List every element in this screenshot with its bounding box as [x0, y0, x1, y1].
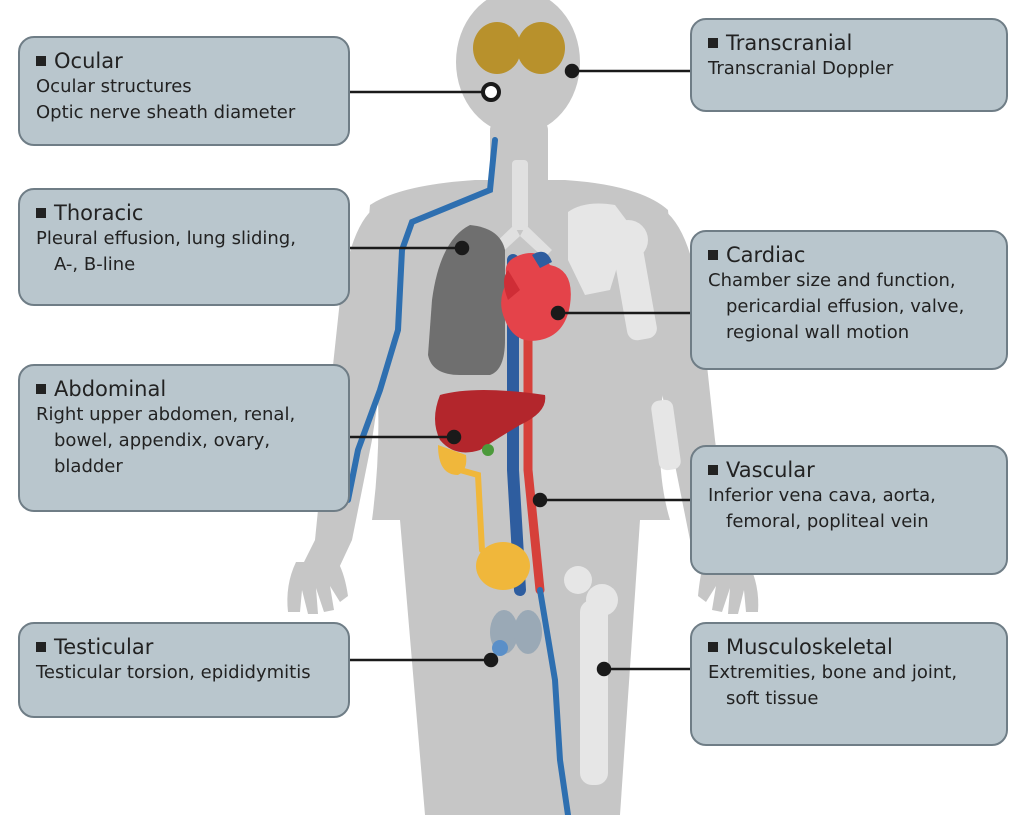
- callout-title: Cardiac: [726, 242, 805, 268]
- callout-line: Pleural effusion, lung sliding,: [36, 226, 336, 252]
- callout-line: A-, B-line: [36, 252, 336, 278]
- bullet-icon: [708, 250, 718, 260]
- bladder: [476, 542, 530, 590]
- callout-title: Thoracic: [54, 200, 143, 226]
- callout-title: Musculoskeletal: [726, 634, 893, 660]
- callout-title: Abdominal: [54, 376, 166, 402]
- bullet-icon: [36, 56, 46, 66]
- bullet-icon: [708, 642, 718, 652]
- callout-title: Vascular: [726, 457, 815, 483]
- callout-line: Chamber size and function,: [708, 268, 994, 294]
- callout-testicular: Testicular Testicular torsion, epididymi…: [18, 622, 350, 718]
- vascular-target: [534, 494, 546, 506]
- thoracic-target: [456, 242, 468, 254]
- callout-line: Right upper abdomen, renal,: [36, 402, 336, 428]
- bullet-icon: [36, 384, 46, 394]
- callout-title: Testicular: [54, 634, 153, 660]
- bullet-icon: [36, 208, 46, 218]
- callout-vascular: Vascular Inferior vena cava, aorta, femo…: [690, 445, 1008, 575]
- callout-line: bladder: [36, 454, 336, 480]
- left-hand: [287, 562, 348, 614]
- callout-line: pericardial effusion, valve,: [708, 294, 994, 320]
- callout-line: soft tissue: [708, 686, 994, 712]
- abdominal-target: [448, 431, 460, 443]
- callout-transcranial: Transcranial Transcranial Doppler: [690, 18, 1008, 112]
- callout-line: regional wall motion: [708, 320, 994, 346]
- callout-line: Extremities, bone and joint,: [708, 660, 994, 686]
- bullet-icon: [708, 465, 718, 475]
- musculoskeletal-target: [598, 663, 610, 675]
- transcranial-target: [566, 65, 578, 77]
- callout-thoracic: Thoracic Pleural effusion, lung sliding,…: [18, 188, 350, 306]
- bullet-icon: [36, 642, 46, 652]
- callout-line: Testicular torsion, epididymitis: [36, 660, 336, 686]
- callout-ocular: Ocular Ocular structures Optic nerve she…: [18, 36, 350, 146]
- callout-line: bowel, appendix, ovary,: [36, 428, 336, 454]
- callout-line: Optic nerve sheath diameter: [36, 100, 336, 126]
- head: [456, 0, 580, 134]
- testicular-target: [485, 654, 497, 666]
- callout-line: Inferior vena cava, aorta,: [708, 483, 994, 509]
- callout-abdominal: Abdominal Right upper abdomen, renal, bo…: [18, 364, 350, 512]
- callout-line: Transcranial Doppler: [708, 56, 994, 82]
- cardiac-target: [552, 307, 564, 319]
- callout-line: femoral, popliteal vein: [708, 509, 994, 535]
- callout-line: Ocular structures: [36, 74, 336, 100]
- callout-musculoskeletal: Musculoskeletal Extremities, bone and jo…: [690, 622, 1008, 746]
- ocular-target: [483, 84, 499, 100]
- callout-title: Ocular: [54, 48, 123, 74]
- bullet-icon: [708, 38, 718, 48]
- callout-title: Transcranial: [726, 30, 852, 56]
- callout-cardiac: Cardiac Chamber size and function, peric…: [690, 230, 1008, 370]
- gallbladder: [482, 444, 494, 456]
